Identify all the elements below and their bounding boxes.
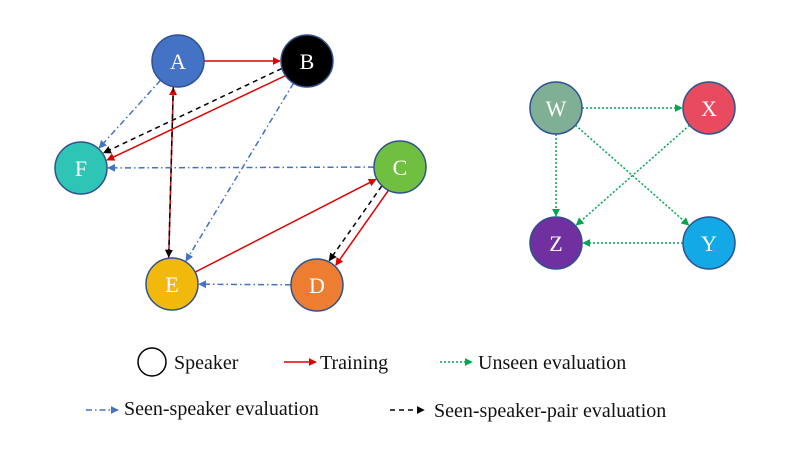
legend-training-label: Training xyxy=(320,352,388,374)
node-w: W xyxy=(529,81,583,135)
legend-seen-pair-label: Seen-speaker-pair evaluation xyxy=(434,400,666,422)
edge-a-e-seen-pair xyxy=(164,86,175,258)
node-e-label: E xyxy=(165,272,178,297)
legend: Speaker Training Unseen evaluation Seen-… xyxy=(86,347,666,422)
legend-speaker-label: Speaker xyxy=(174,352,239,374)
edge-b-f-training xyxy=(106,75,286,161)
node-b-label: B xyxy=(300,49,315,74)
edge-e-c-training xyxy=(194,178,377,273)
node-y-label: Y xyxy=(701,231,717,256)
nodes-layer: A B C D E F W X Y Z xyxy=(54,34,736,312)
node-z: Z xyxy=(529,216,583,270)
node-c-label: C xyxy=(393,155,408,180)
node-b: B xyxy=(280,34,334,88)
node-f-label: F xyxy=(75,156,87,181)
edges-layer xyxy=(98,57,691,289)
node-b-circle xyxy=(280,34,334,88)
node-c: C xyxy=(373,140,427,194)
node-z-label: Z xyxy=(549,231,562,256)
node-w-circle xyxy=(529,81,583,135)
node-x-circle xyxy=(682,81,736,135)
node-w-label: W xyxy=(546,96,567,121)
node-a-label: A xyxy=(170,49,186,74)
node-d-label: D xyxy=(309,273,325,298)
legend-seen-speaker-label: Seen-speaker evaluation xyxy=(124,398,319,420)
edge-c-d-training xyxy=(335,190,389,266)
node-a: A xyxy=(151,34,205,88)
node-y-circle xyxy=(682,216,736,270)
node-y: Y xyxy=(682,216,736,270)
edge-b-e-seen-speaker xyxy=(185,82,295,262)
edge-c-d-seen-pair xyxy=(328,185,383,262)
node-d: D xyxy=(290,258,344,312)
edge-b-f-seen-pair xyxy=(102,67,283,154)
legend-unseen-label: Unseen evaluation xyxy=(478,352,626,374)
node-x-label: X xyxy=(701,96,717,121)
legend-speaker-circle-icon xyxy=(137,347,167,377)
edge-w-y-unseen xyxy=(574,124,690,226)
node-f: F xyxy=(54,141,108,195)
node-x: X xyxy=(682,81,736,135)
node-e-circle xyxy=(145,257,199,311)
edge-x-z-unseen xyxy=(575,124,691,226)
node-e: E xyxy=(145,257,199,311)
edge-c-f-seen-speaker xyxy=(107,163,375,172)
node-d-circle xyxy=(290,258,344,312)
node-c-circle xyxy=(373,140,427,194)
edge-d-e-seen-speaker xyxy=(198,280,292,289)
node-z-circle xyxy=(529,216,583,270)
node-a-circle xyxy=(151,34,205,88)
edge-a-f-seen-speaker xyxy=(98,79,162,149)
node-f-circle xyxy=(54,141,108,195)
